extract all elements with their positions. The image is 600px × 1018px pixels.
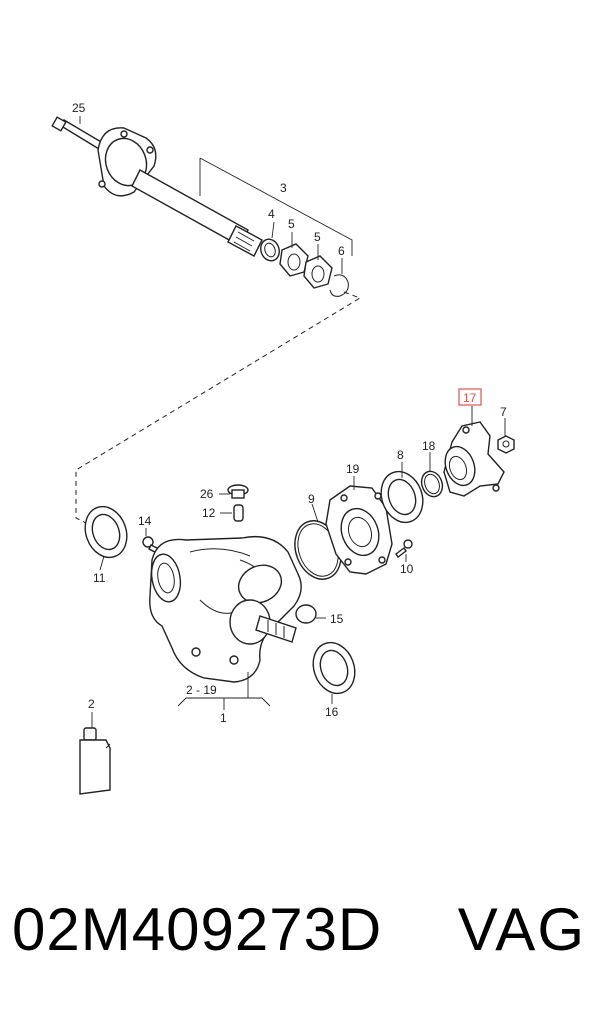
callout-9: 9 (308, 492, 315, 506)
plug-15 (295, 604, 317, 624)
nut-7 (497, 435, 515, 454)
leader-lines (79, 116, 506, 728)
oil-bottle-2 (79, 727, 111, 795)
callout-19: 19 (346, 462, 360, 476)
footer-caption: 02M409273D VAG (0, 895, 600, 985)
callout-2-19: 2 - 19 (186, 683, 217, 697)
callout-10: 10 (400, 562, 414, 576)
callout-16: 16 (325, 705, 339, 719)
callout-15: 15 (330, 612, 344, 626)
cover-19 (325, 485, 393, 575)
connection-dashed-line (75, 291, 362, 529)
o-ring-18 (420, 470, 444, 498)
callout-26: 26 (200, 487, 214, 501)
callout-1: 1 (220, 711, 227, 725)
brand-name: VAG (457, 896, 586, 963)
plug-26 (227, 484, 249, 499)
drive-shaft-assembly (51, 116, 353, 297)
exploded-parts-diagram: 25 3 4 5 5 6 17 7 8 18 19 26 12 9 14 11 … (51, 101, 515, 795)
callout-6: 6 (338, 244, 345, 258)
bolt-10 (395, 539, 413, 559)
callout-17: 17 (463, 391, 477, 405)
callout-18: 18 (422, 439, 436, 453)
callout-4: 4 (268, 207, 275, 221)
seal-16 (312, 641, 356, 695)
callout-7: 7 (500, 405, 507, 419)
seal-8 (380, 470, 424, 524)
callout-labels: 25 3 4 5 5 6 17 7 8 18 19 26 12 9 14 11 … (72, 101, 507, 725)
flange-17 (443, 421, 505, 497)
part-number: 02M409273D (12, 896, 383, 963)
callout-5a: 5 (288, 217, 295, 231)
callout-11: 11 (93, 571, 106, 585)
highlight-box-17 (458, 388, 482, 406)
callout-8: 8 (397, 448, 404, 462)
callout-25: 25 (72, 101, 86, 115)
seal-11 (84, 505, 128, 559)
callout-2: 2 (88, 697, 95, 711)
callout-12: 12 (202, 506, 216, 520)
callout-5b: 5 (314, 230, 321, 244)
callout-14: 14 (138, 514, 152, 528)
callout-3: 3 (280, 181, 287, 195)
sleeve-12 (233, 504, 244, 522)
transfer-case-housing (149, 535, 302, 683)
